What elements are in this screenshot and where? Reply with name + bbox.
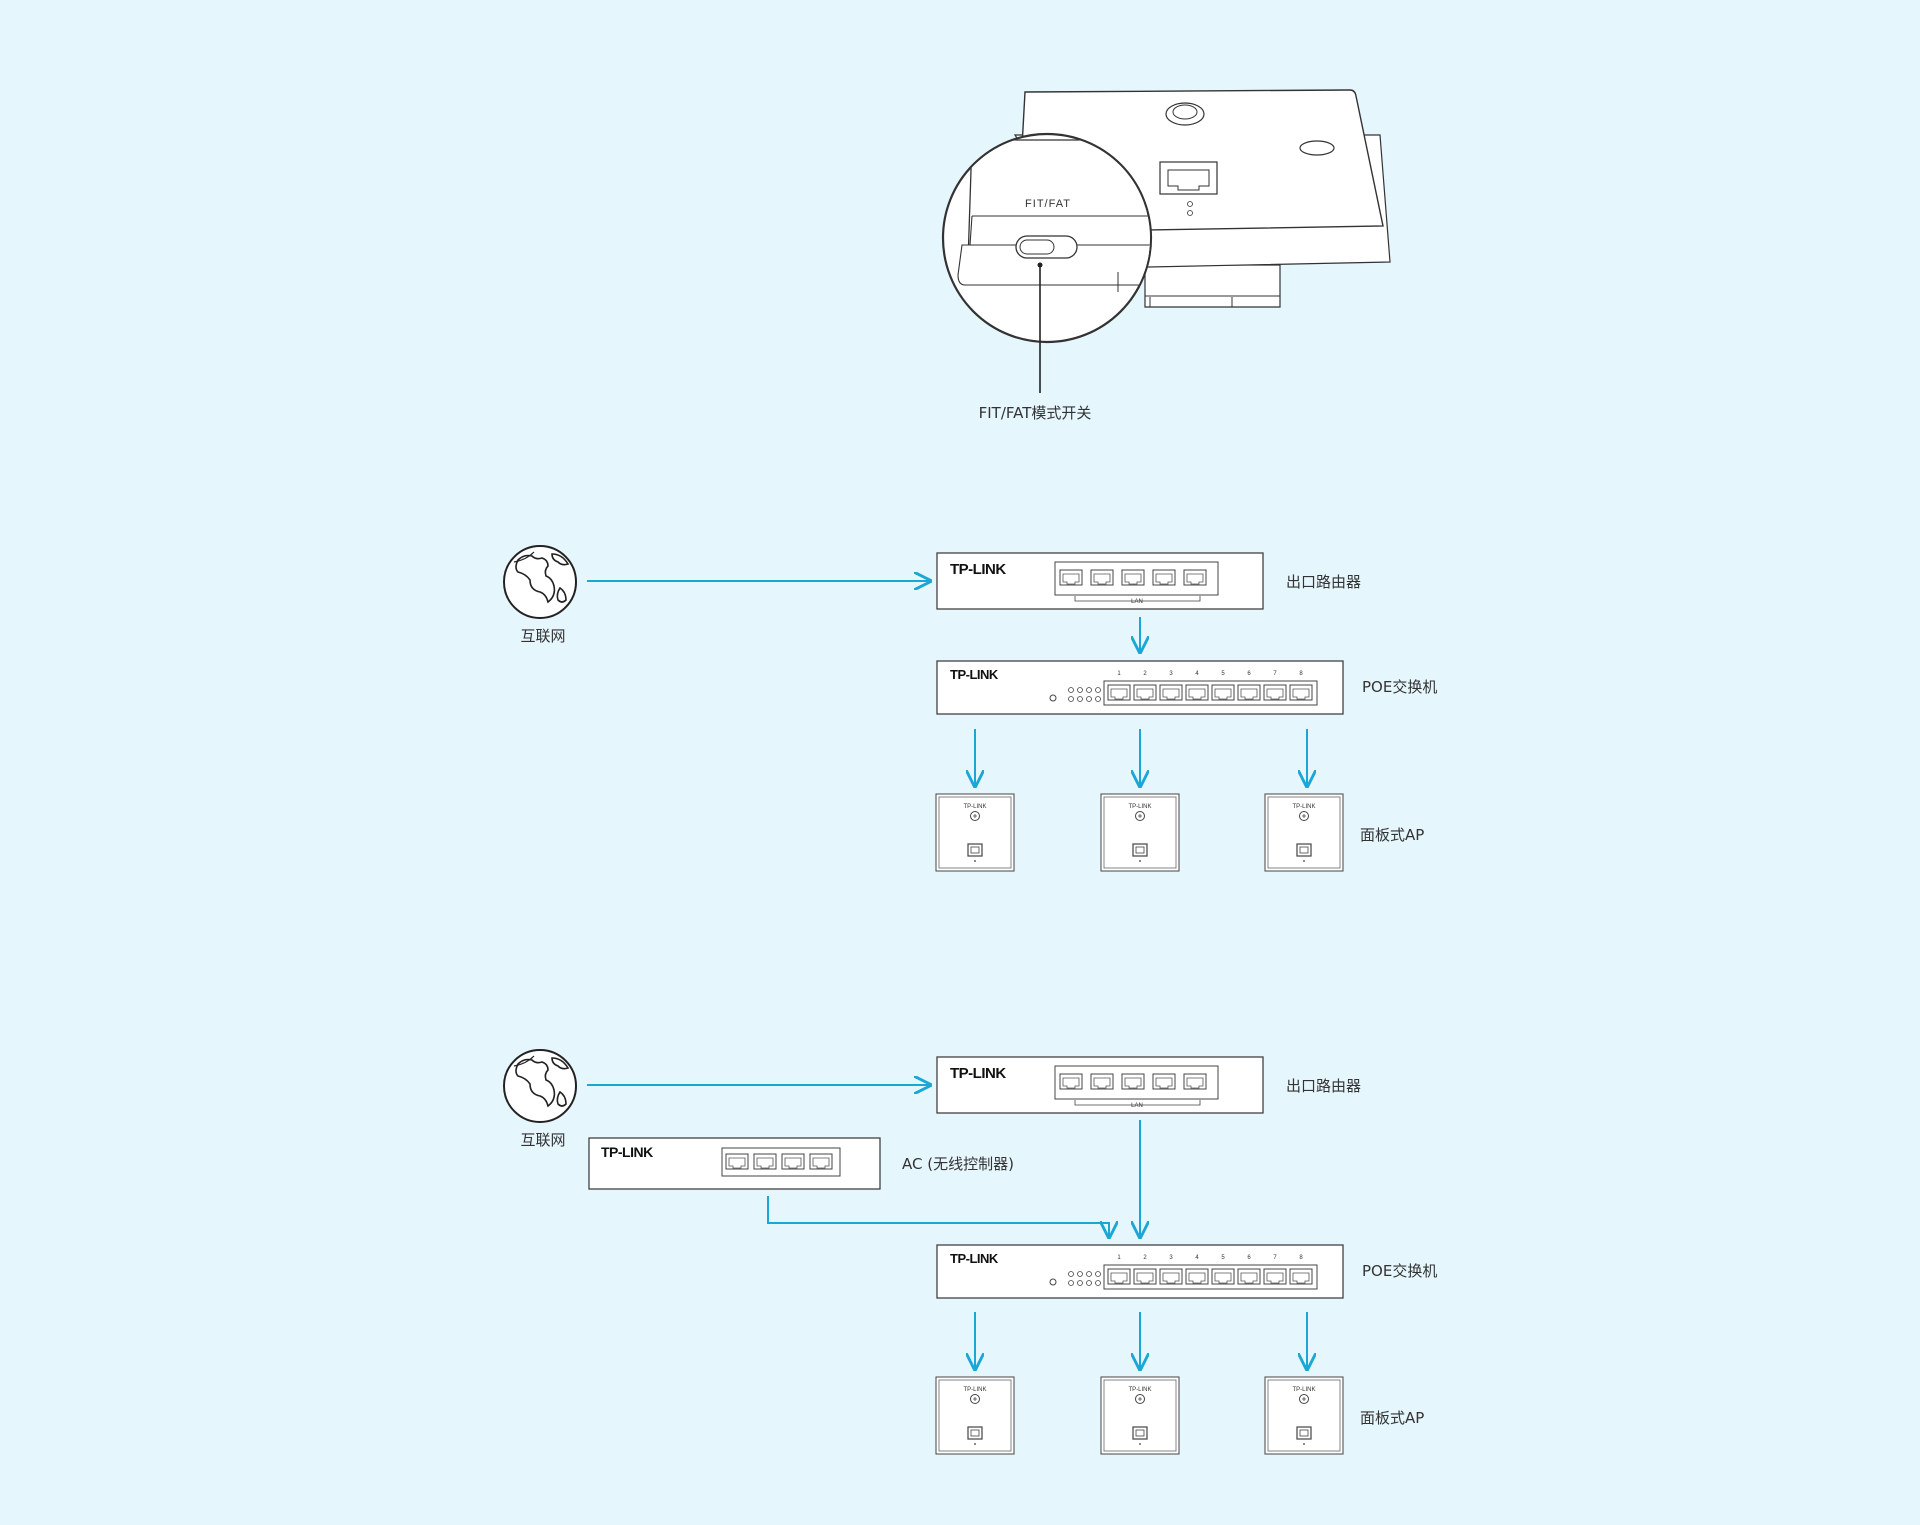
port-number: 3 — [1169, 1255, 1173, 1261]
ac-label: AC (无线控制器) — [902, 1155, 1014, 1173]
port-number: 3 — [1169, 671, 1173, 677]
switch-label: POE交换机 — [1362, 678, 1437, 696]
internet-label: 互联网 — [520, 1131, 565, 1149]
port-number: 1 — [1117, 1255, 1121, 1261]
ap-label: 面板式AP — [1360, 826, 1424, 844]
port-number: 2 — [1143, 1255, 1147, 1261]
globe-icon — [503, 545, 577, 619]
panel-rj45-port — [1159, 161, 1218, 195]
router-label: 出口路由器 — [1286, 573, 1361, 591]
ac-controller-device: TP-LINK — [588, 1137, 881, 1190]
port-number: 7 — [1273, 671, 1277, 677]
product-detail-illustration: FIT/FAT FIT/FAT模式开关 — [941, 89, 1391, 422]
panel-ap-device — [935, 793, 1015, 872]
status-led — [1299, 140, 1335, 156]
topology-diagram-fat: 互联网 TP-LINK LAN 出口路由器 TP-LINK — [503, 545, 1437, 872]
globe-icon — [503, 1049, 577, 1123]
internet-label: 互联网 — [520, 627, 565, 645]
port-number: 1 — [1117, 671, 1121, 677]
internet-node: 互联网 — [503, 1049, 577, 1149]
switch-engraving: FIT/FAT — [1025, 198, 1071, 210]
router-label: 出口路由器 — [1286, 1077, 1361, 1095]
port-number: 4 — [1195, 1255, 1199, 1261]
poe-switch-device: TP-LINK 1 2 3 4 5 6 7 8 — [936, 660, 1344, 715]
panel-ap-device — [1100, 1376, 1180, 1455]
port-number: 6 — [1247, 1255, 1251, 1261]
ac-brand: TP-LINK — [601, 1144, 653, 1160]
internet-node: 互联网 — [503, 545, 577, 645]
port-number: 8 — [1299, 671, 1303, 677]
panel-ap-device — [935, 1376, 1015, 1455]
port-number: 7 — [1273, 1255, 1277, 1261]
router-brand: TP-LINK — [950, 1065, 1006, 1082]
port-number: 5 — [1221, 671, 1225, 677]
panel-ap-device — [1264, 793, 1344, 872]
switch-label: POE交换机 — [1362, 1262, 1437, 1280]
port-number: 2 — [1143, 671, 1147, 677]
router-device: TP-LINK LAN — [936, 552, 1264, 610]
ap-label: 面板式AP — [1360, 1409, 1424, 1427]
port-number: 8 — [1299, 1255, 1303, 1261]
poe-switch-device: TP-LINK 1 2 3 4 5 6 7 8 — [936, 1244, 1344, 1299]
port-number: 5 — [1221, 1255, 1225, 1261]
panel-ap-device — [1100, 793, 1180, 872]
port-number: 6 — [1247, 671, 1251, 677]
panel-ap-device — [1264, 1376, 1344, 1455]
router-port-label: LAN — [1131, 1103, 1143, 1109]
topology-diagram-fit: 互联网 TP-LINK LAN 出口路由器 TP-LINK AC (无线控制器)… — [503, 1049, 1437, 1455]
router-brand: TP-LINK — [950, 561, 1006, 578]
router-port-label: LAN — [1131, 599, 1143, 605]
router-device: TP-LINK LAN — [936, 1056, 1264, 1114]
callout-label: FIT/FAT模式开关 — [979, 404, 1092, 422]
arrow-icon — [767, 1196, 1109, 1237]
port-number: 4 — [1195, 671, 1199, 677]
switch-brand: TP-LINK — [950, 667, 999, 682]
switch-brand: TP-LINK — [950, 1251, 999, 1266]
